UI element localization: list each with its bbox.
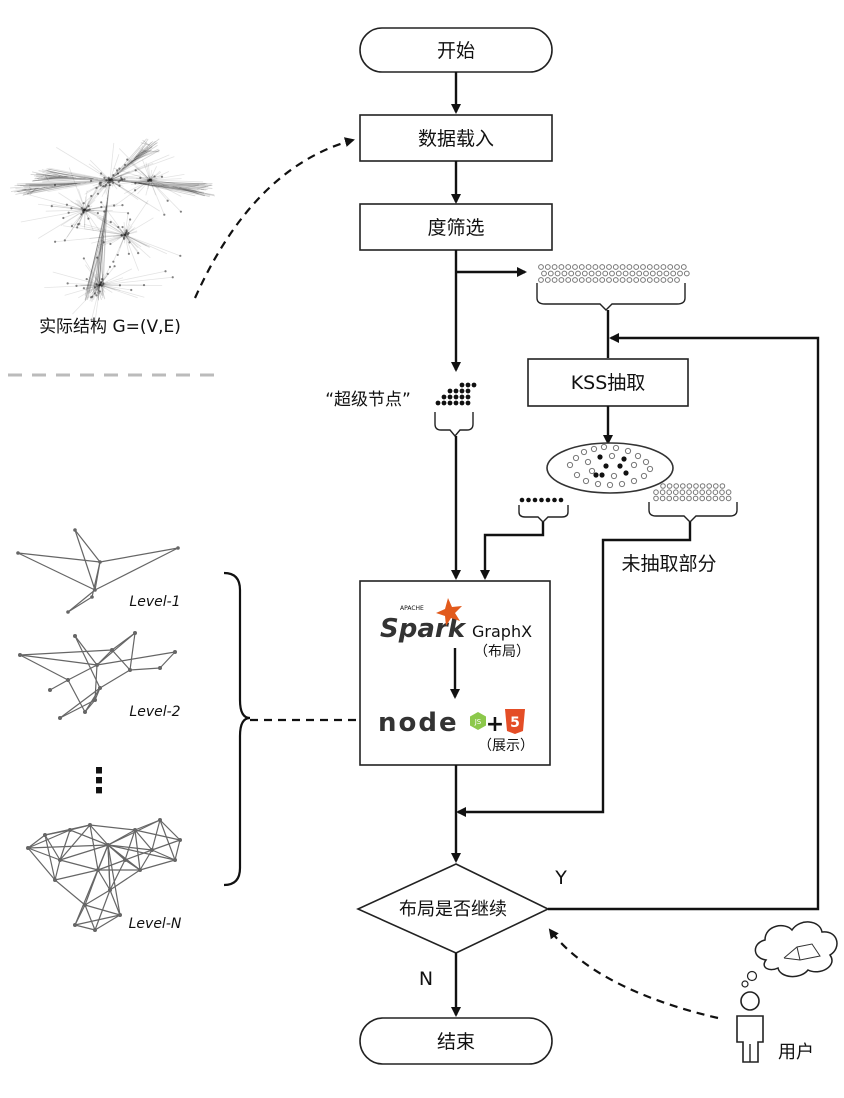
- line-unextracted-to-merge: [456, 522, 692, 817]
- node-pool-bracket: [536, 283, 686, 311]
- spark-star-icon: [436, 598, 462, 626]
- super-nodes-cluster: [435, 382, 477, 406]
- arrow-extracted-to-process: [480, 522, 545, 580]
- spark-logo-text: Spark: [380, 614, 467, 644]
- unextracted-label: 未抽取部分: [621, 553, 716, 575]
- nodejs-badge-text: JS: [474, 718, 482, 726]
- kss-label: KSS抽取: [571, 372, 646, 394]
- layout-note: （布局）: [474, 644, 530, 660]
- unextracted-bracket: [648, 502, 738, 523]
- html5-shield-icon: [505, 709, 525, 734]
- end-terminal: [359, 1017, 553, 1065]
- user-dashed-arrow: [548, 928, 719, 1020]
- levels-bracket: [223, 571, 251, 887]
- no-label: N: [419, 968, 433, 990]
- level-2-label: Level-2: [129, 704, 180, 720]
- level-n-graph: [26, 818, 182, 932]
- structure-to-load-arrow: [193, 137, 355, 299]
- kss-sample-dots: [566, 443, 654, 489]
- html5-badge-text: 5: [510, 715, 520, 731]
- degree-filter-label: 度筛选: [427, 217, 484, 239]
- kss-box: [527, 358, 689, 407]
- super-nodes-bracket: [434, 412, 474, 438]
- level-n-label: Level-N: [129, 916, 182, 932]
- graphx-label: GraphX: [472, 622, 532, 641]
- data-load-box: [359, 114, 553, 162]
- extracted-nodes-bracket: [518, 505, 569, 523]
- user-label: 用户: [778, 1042, 814, 1063]
- levels-ellipsis: ⋮: [82, 761, 116, 801]
- arrow-yes-loop: [548, 333, 820, 911]
- nodejs-hexagon-icon: [470, 712, 486, 730]
- actual-structure-label: 实际结构 G=(V,E): [39, 317, 181, 337]
- yes-label: Y: [554, 867, 567, 889]
- node-pool: [538, 264, 690, 283]
- nodejs-logo-text: node: [378, 708, 459, 738]
- data-load-label: 数据载入: [418, 128, 494, 150]
- extracted-nodes: [519, 497, 564, 503]
- level-1-label: Level-1: [129, 594, 180, 610]
- level-2-graph: [18, 631, 177, 720]
- user-thought-graph: [783, 943, 821, 961]
- start-label: 开始: [437, 40, 475, 62]
- actual-structure-graph: [10, 138, 216, 326]
- kss-sample-ellipse: [546, 442, 674, 494]
- super-nodes-label: “超级节点”: [325, 390, 411, 410]
- spark-apache-text: APACHE: [400, 605, 424, 612]
- display-note: （展示）: [478, 738, 534, 754]
- unextracted-nodes: [653, 483, 732, 502]
- decision-label: 布局是否继续: [399, 899, 507, 920]
- user-icon: [736, 991, 764, 1063]
- user-thought-cloud-icon: [754, 921, 838, 978]
- plus-sign: +: [486, 712, 504, 737]
- level-1-graph: [16, 528, 180, 614]
- end-label: 结束: [437, 1031, 475, 1053]
